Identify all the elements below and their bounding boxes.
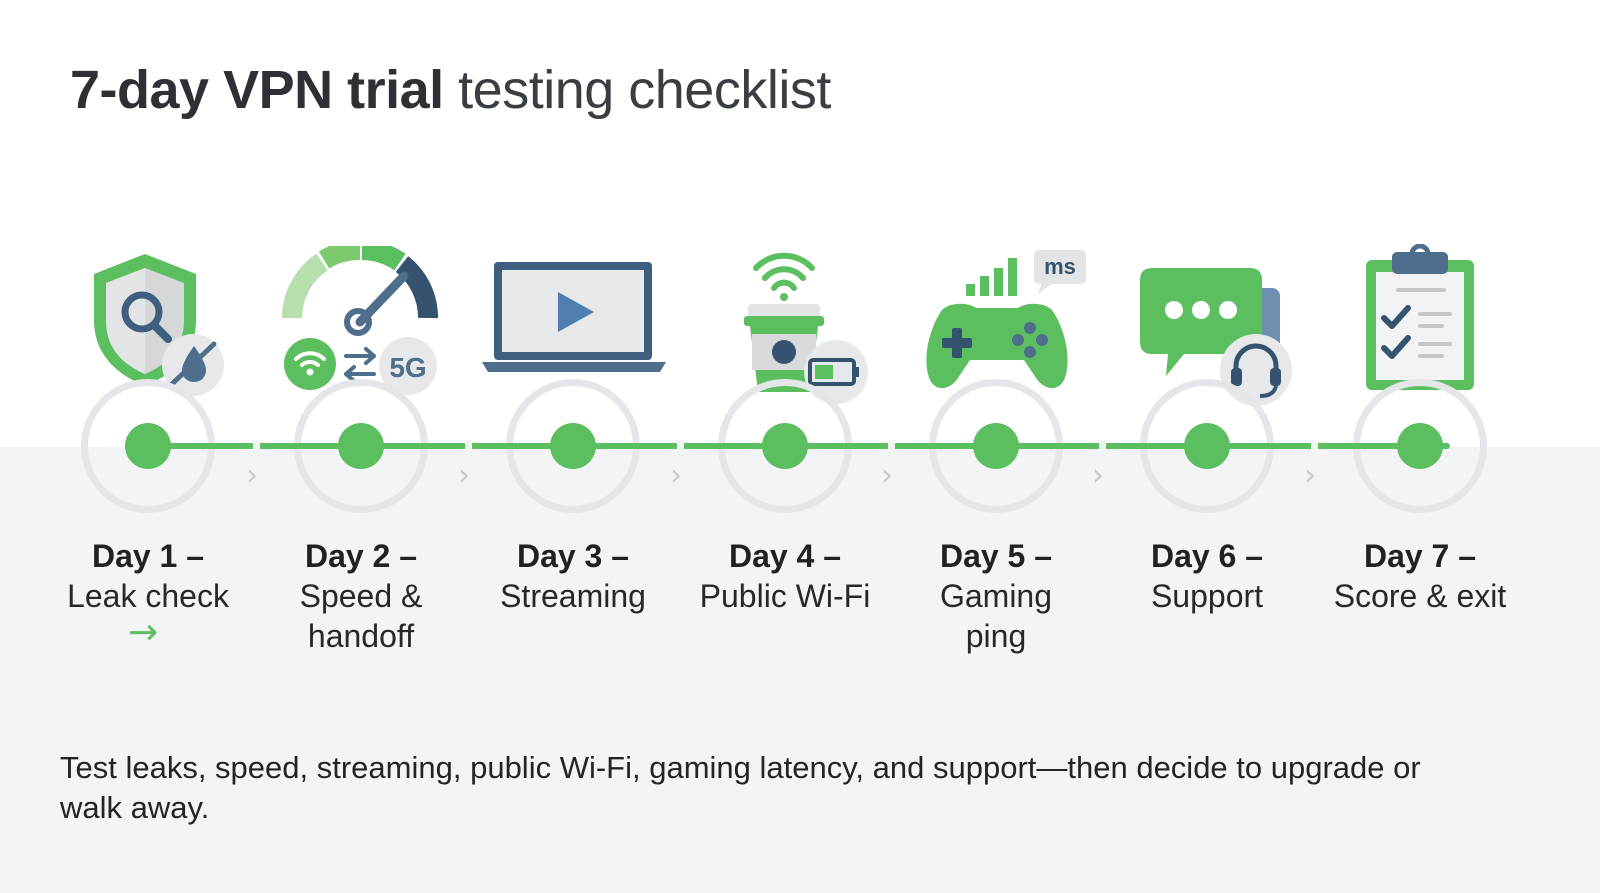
step-desc: Gaming ping [939, 578, 1053, 654]
page-title: 7-day VPN trial testing checklist [70, 58, 831, 122]
shield-search-icon [94, 254, 224, 396]
step-day: Day 7 – [1363, 538, 1477, 574]
timeline-node-day-1 [125, 423, 171, 469]
timeline-gap [1099, 440, 1106, 452]
timeline-gap [888, 440, 895, 452]
step-day: Day 2 – [304, 538, 418, 574]
ping-badge: ms [1044, 254, 1076, 279]
arrow-right-icon: → [128, 612, 159, 653]
chevron-right-icon: › [246, 458, 258, 493]
laptop-play-icon [482, 262, 666, 372]
step-label-day-3: Day 3 – Streaming [473, 536, 673, 616]
step-label-day-4: Day 4 – Public Wi-Fi [675, 536, 895, 616]
chat-headset-icon [1140, 268, 1292, 406]
step-day: Day 3 – [516, 538, 630, 574]
step-desc: Streaming [500, 578, 646, 614]
chevron-right-icon: › [881, 458, 893, 493]
step-desc: Support [1150, 578, 1264, 614]
timeline-gap [465, 440, 472, 452]
speed-badge: 5G [389, 352, 426, 383]
timeline-node-day-3 [550, 423, 596, 469]
chevron-right-icon: › [670, 458, 682, 493]
gamepad-icon: ms [926, 250, 1086, 389]
timeline-node-day-2 [338, 423, 384, 469]
step-label-day-2: Day 2 – Speed & handoff [261, 536, 461, 656]
speedometer-icon: 5G [282, 246, 439, 395]
step-label-day-1: Day 1 – Leak check [48, 536, 248, 616]
timeline-gap [677, 440, 684, 452]
step-label-day-7: Day 7 – Score & exit [1310, 536, 1530, 616]
bottom-band [0, 447, 1600, 893]
timeline-node-day-7 [1397, 423, 1443, 469]
clipboard-checklist-icon [1366, 244, 1474, 390]
step-label-day-6: Day 6 – Support [1107, 536, 1307, 616]
step-desc: Score & exit [1333, 578, 1507, 614]
title-rest: testing checklist [458, 60, 831, 120]
step-day: Day 5 – [939, 538, 1053, 574]
summary-text: Test leaks, speed, streaming, public Wi-… [60, 750, 1421, 825]
step-label-day-5: Day 5 – Gaming ping [896, 536, 1096, 656]
chevron-right-icon: › [458, 458, 470, 493]
timeline-node-day-5 [973, 423, 1019, 469]
step-desc: Leak check [67, 578, 229, 614]
chevron-right-icon: › [1092, 458, 1104, 493]
timeline-node-day-6 [1184, 423, 1230, 469]
step-day: Day 1 – [91, 538, 205, 574]
timeline-gap [253, 440, 260, 452]
title-bold: 7-day VPN trial [70, 60, 444, 120]
chevron-right-icon: › [1304, 458, 1316, 493]
step-day: Day 6 – [1150, 538, 1264, 574]
step-day: Day 4 – [728, 538, 842, 574]
step-desc: Speed & handoff [299, 578, 423, 654]
step-desc: Public Wi-Fi [699, 578, 871, 614]
timeline-gap [1311, 440, 1318, 452]
timeline-node-day-4 [762, 423, 808, 469]
